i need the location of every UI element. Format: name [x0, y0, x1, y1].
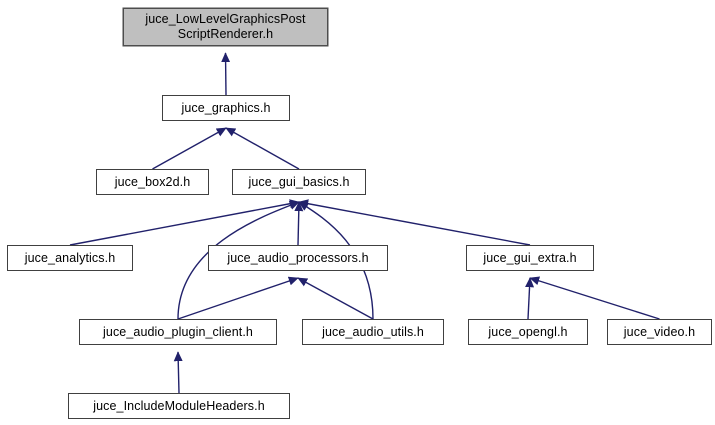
node-gui_extra[interactable]: juce_gui_extra.h	[466, 245, 594, 271]
edge-gui_extra-to-gui_basics	[298, 199, 531, 246]
edge-include_headers-to-plugin_client	[173, 351, 183, 394]
node-analytics[interactable]: juce_analytics.h	[7, 245, 133, 271]
node-label: juce_IncludeModuleHeaders.h	[93, 398, 265, 413]
edge-opengl-to-gui_extra	[525, 277, 535, 320]
node-label: juce_analytics.h	[24, 250, 116, 265]
node-audio_processors[interactable]: juce_audio_processors.h	[208, 245, 388, 271]
edge-audio_utils-to-audio_processors	[297, 277, 374, 320]
node-label: juce_graphics.h	[181, 100, 271, 115]
node-label: juce_opengl.h	[488, 324, 568, 339]
node-opengl[interactable]: juce_opengl.h	[468, 319, 588, 345]
node-label: juce_LowLevelGraphicsPost ScriptRenderer…	[145, 12, 306, 41]
edge-video-to-gui_extra	[529, 276, 660, 320]
node-label: juce_audio_plugin_client.h	[103, 324, 253, 339]
node-video[interactable]: juce_video.h	[607, 319, 712, 345]
node-graphics[interactable]: juce_graphics.h	[162, 95, 290, 121]
edge-graphics-to-root	[221, 52, 231, 96]
node-box2d[interactable]: juce_box2d.h	[96, 169, 209, 195]
edge-box2d-to-graphics	[152, 127, 227, 170]
node-include_headers[interactable]: juce_IncludeModuleHeaders.h	[68, 393, 290, 419]
node-gui_basics[interactable]: juce_gui_basics.h	[232, 169, 366, 195]
node-label: juce_gui_extra.h	[483, 250, 577, 265]
node-plugin_client[interactable]: juce_audio_plugin_client.h	[79, 319, 277, 345]
edge-plugin_client-to-audio_processors	[177, 276, 299, 320]
node-audio_utils[interactable]: juce_audio_utils.h	[302, 319, 444, 345]
node-label: juce_audio_processors.h	[227, 250, 369, 265]
node-label: juce_video.h	[623, 324, 696, 339]
edge-audio_processors-to-gui_basics	[294, 201, 304, 246]
edge-gui_basics-to-graphics	[225, 127, 300, 170]
node-label: juce_audio_utils.h	[322, 324, 424, 339]
node-label: juce_box2d.h	[114, 174, 191, 189]
edge-analytics-to-gui_basics	[69, 199, 300, 246]
node-root[interactable]: juce_LowLevelGraphicsPost ScriptRenderer…	[123, 8, 328, 46]
node-label: juce_gui_basics.h	[248, 174, 350, 189]
